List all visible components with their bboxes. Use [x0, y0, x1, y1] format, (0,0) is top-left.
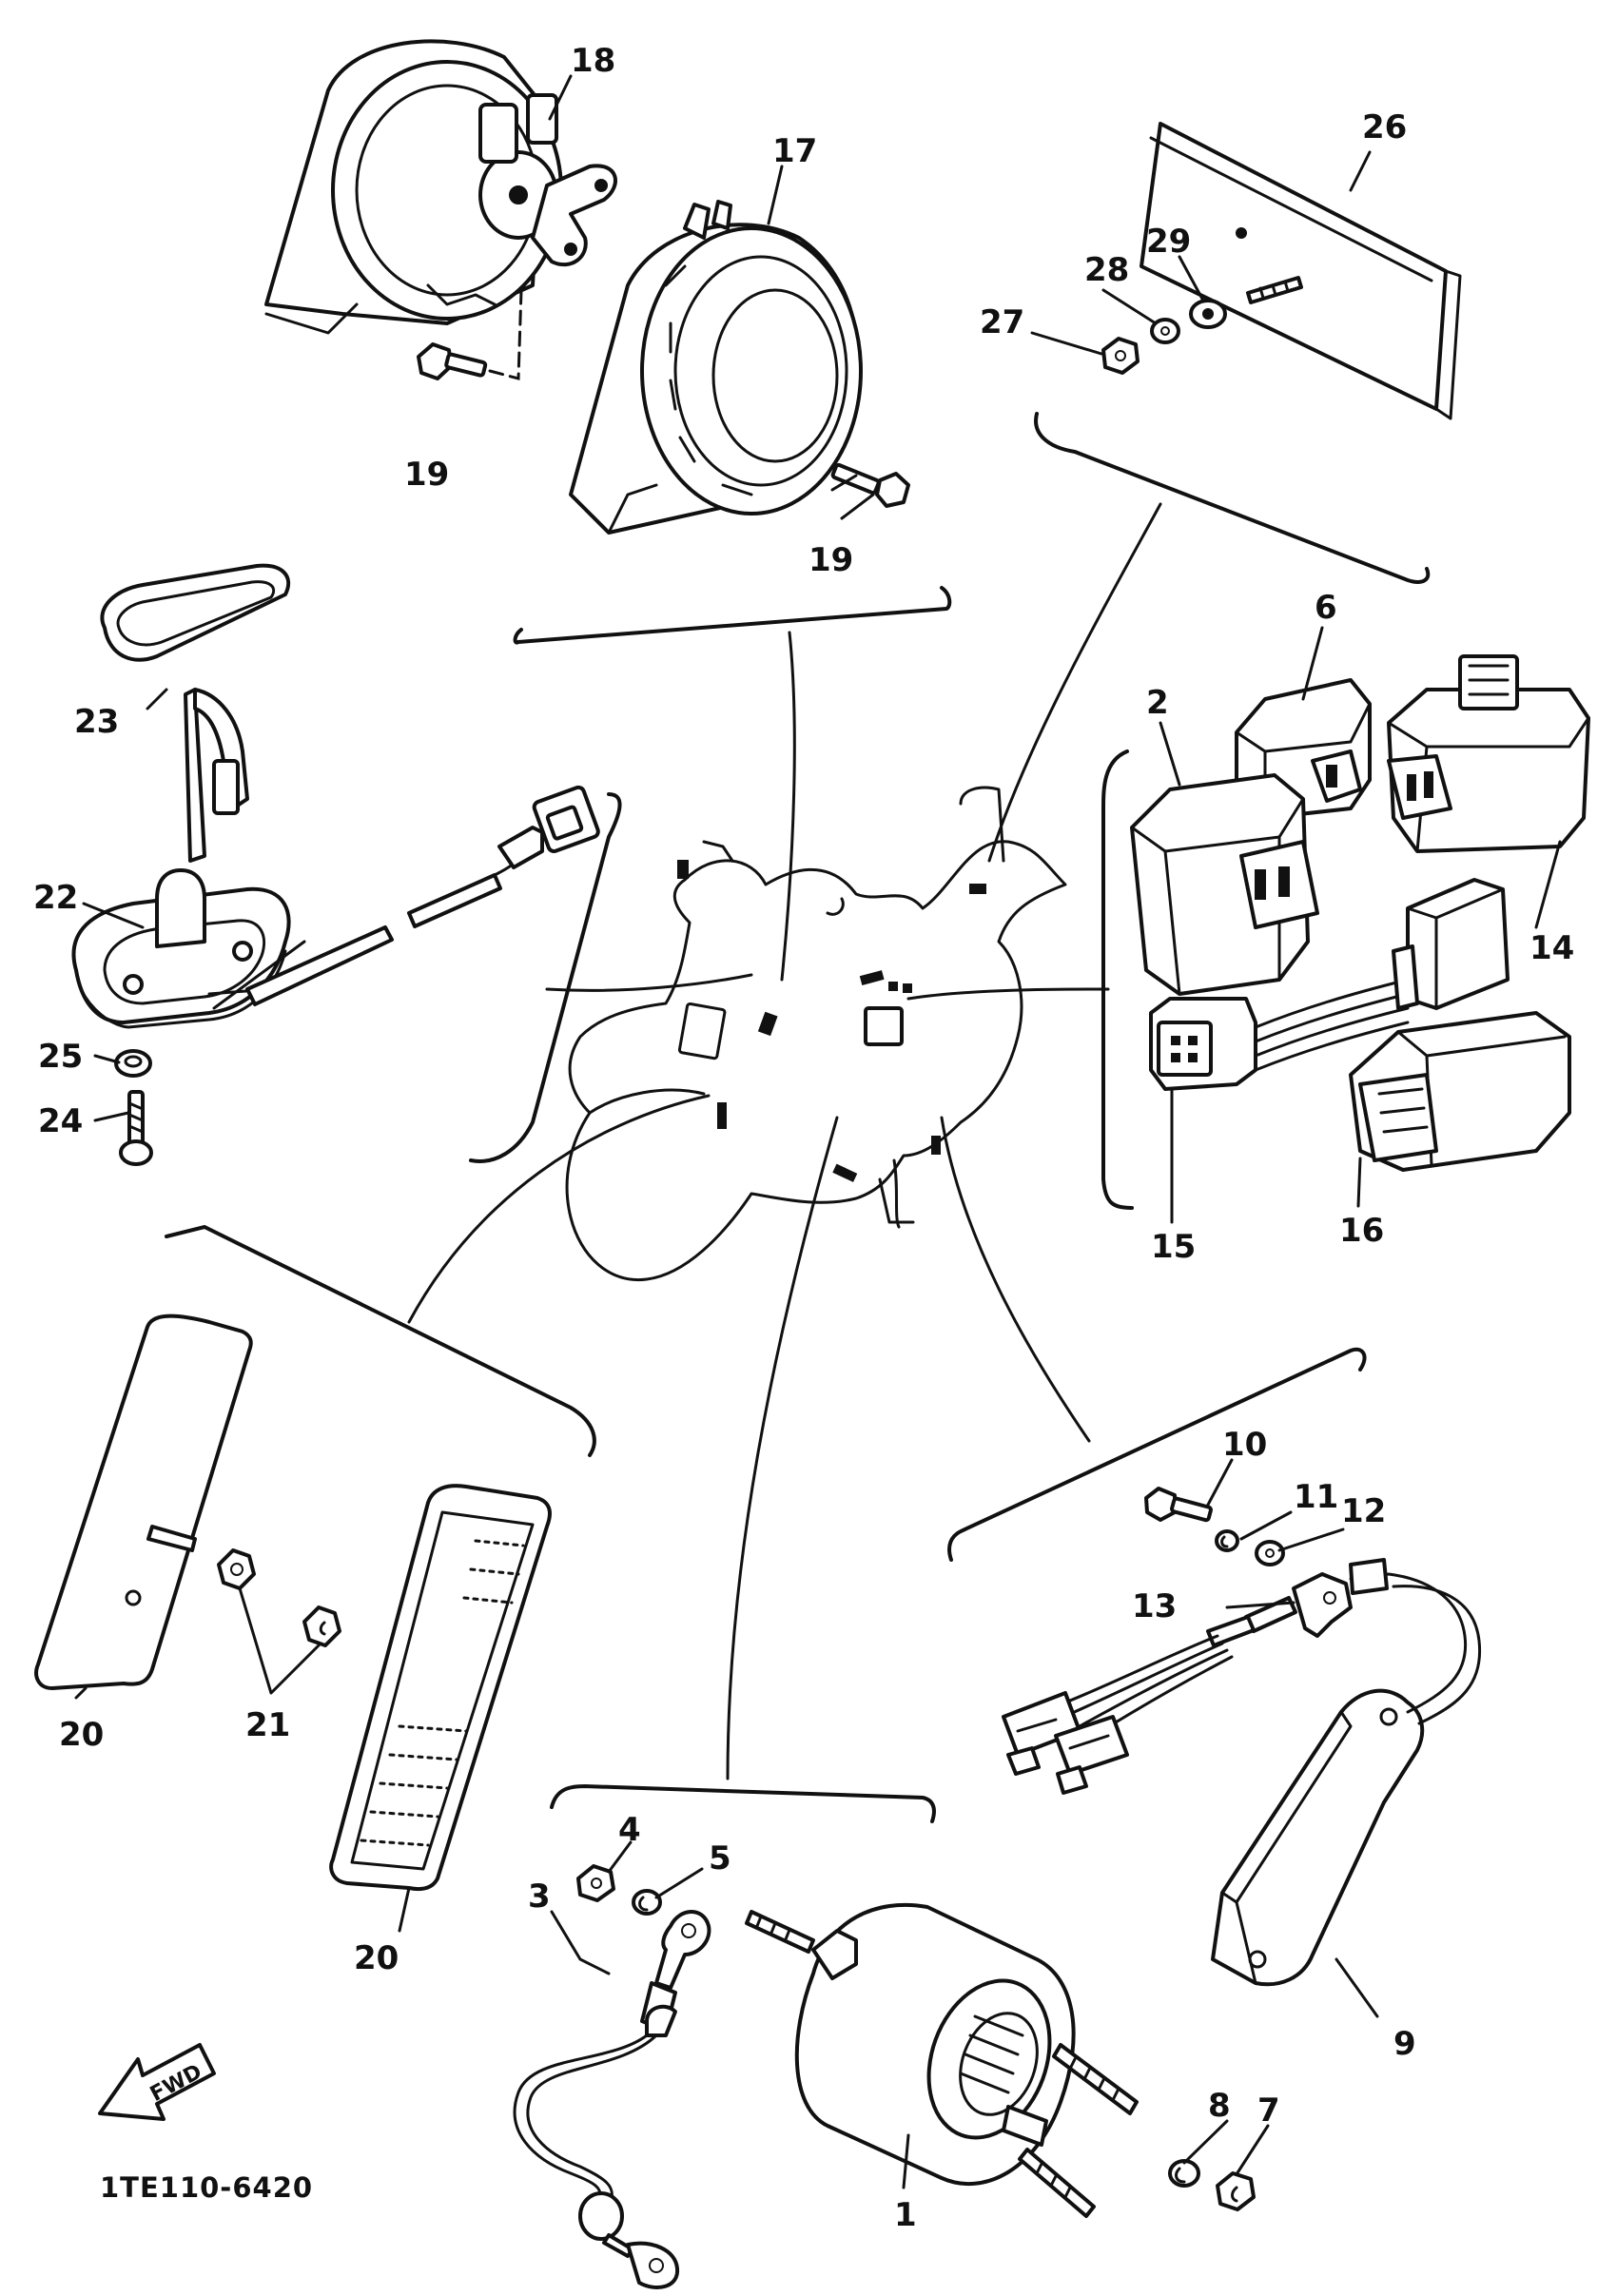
callout-29: 29 [1146, 223, 1191, 261]
callout-20-right: 20 [354, 1939, 399, 1977]
bolt-10 [1144, 1487, 1213, 1523]
callout-2: 2 [1146, 684, 1169, 722]
lock-washer-5 [632, 1889, 662, 1916]
callout-11: 11 [1294, 1478, 1338, 1516]
callout-14: 14 [1529, 929, 1574, 967]
starter-cable-3 [513, 1910, 711, 2289]
reflector-20-right [329, 1484, 552, 1892]
washer-11 [1215, 1529, 1239, 1552]
starter-relay-1 [745, 1902, 1139, 2218]
callout-6: 6 [1315, 589, 1337, 627]
callout-7: 7 [1257, 2092, 1280, 2130]
connector-15 [1149, 878, 1510, 1091]
lock-washer-8 [1168, 2159, 1200, 2188]
coupler-16 [1349, 1011, 1571, 1172]
motorcycle-outline [565, 786, 1067, 1282]
screw-24 [119, 1090, 153, 1166]
horn-17 [569, 200, 863, 535]
group-brackets [165, 412, 1431, 1823]
callout-25: 25 [38, 1038, 83, 1076]
callout-3: 3 [528, 1878, 551, 1916]
plate-26 [1140, 122, 1462, 420]
rectifier-9 [1211, 1558, 1482, 1987]
bolt-19-right [830, 462, 910, 508]
nut-25 [114, 1049, 152, 1078]
lock-washer-28 [1150, 318, 1180, 344]
callout-8: 8 [1208, 2087, 1231, 2125]
nut-27 [1101, 337, 1140, 375]
rectifier-wiring [1002, 1634, 1234, 1795]
callout-5: 5 [709, 1839, 731, 1878]
nut-7 [1216, 2171, 1256, 2211]
fuel-sender-22 [71, 688, 600, 1029]
callout-27: 27 [980, 303, 1024, 341]
callout-24: 24 [38, 1102, 83, 1140]
ground-terminal-13 [1206, 1572, 1353, 1647]
forward-direction-arrow: FWD [98, 2043, 216, 2121]
callout-9: 9 [1393, 2025, 1416, 2063]
relay-2 [1130, 773, 1319, 996]
callout-15: 15 [1151, 1228, 1196, 1266]
callout-labels: 18 17 19 19 26 29 28 27 6 2 14 15 16 23 … [33, 42, 1574, 2234]
washer-29 [1189, 299, 1227, 329]
callout-13: 13 [1132, 1587, 1177, 1625]
bolt-19-left [417, 288, 523, 380]
callout-26: 26 [1362, 108, 1407, 146]
callout-18: 18 [571, 42, 615, 80]
callout-12: 12 [1341, 1492, 1386, 1530]
nuts-21 [217, 1548, 341, 1695]
callout-23: 23 [74, 703, 119, 741]
callout-leaders [74, 74, 1562, 2189]
nut-4 [576, 1864, 615, 1902]
gasket-23 [100, 563, 291, 662]
reflector-20-left [34, 1313, 253, 1690]
callout-16: 16 [1339, 1212, 1384, 1250]
flasher-relay-14 [1387, 654, 1590, 853]
callout-21: 21 [245, 1706, 290, 1744]
diagram-code: 1TE110-6420 [100, 2171, 313, 2204]
callout-10: 10 [1222, 1426, 1267, 1464]
horn-18 [264, 39, 617, 335]
callout-19-right: 19 [808, 541, 853, 579]
callout-4: 4 [618, 1811, 641, 1849]
washer-12 [1255, 1540, 1285, 1566]
callout-28: 28 [1084, 251, 1129, 289]
assembly-leaders [407, 502, 1162, 1780]
callout-17: 17 [772, 132, 817, 170]
callout-19-left: 19 [404, 456, 449, 494]
callout-1: 1 [894, 2196, 917, 2234]
callout-20-left: 20 [59, 1716, 104, 1754]
callout-22: 22 [33, 879, 78, 917]
